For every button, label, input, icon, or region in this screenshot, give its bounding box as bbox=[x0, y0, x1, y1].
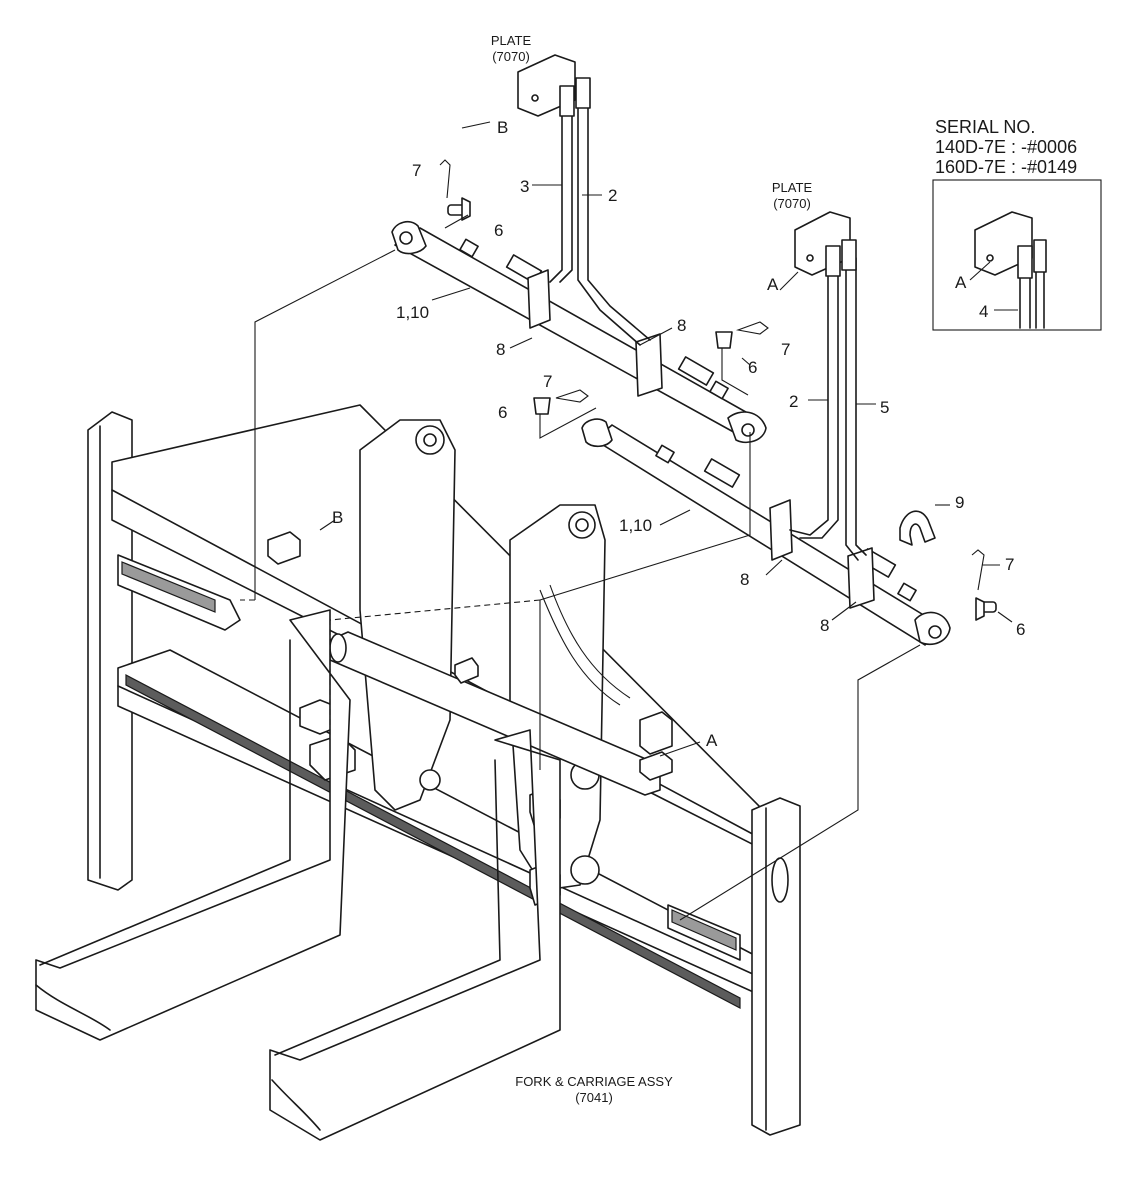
callout-8-low-1: 8 bbox=[740, 570, 749, 589]
callout-a-inset: A bbox=[955, 273, 967, 292]
callout-8-left: 8 bbox=[496, 340, 505, 359]
top-hoses bbox=[517, 54, 651, 346]
fork-assy-label: FORK & CARRIAGE ASSY bbox=[515, 1074, 673, 1089]
serial-line-2: 160D-7E : -#0149 bbox=[935, 157, 1077, 177]
callout-8-mid: 8 bbox=[677, 316, 686, 335]
callouts: B 7 3 2 6 1,10 8 8 7 6 A 2 5 7 6 B 1,10 … bbox=[332, 118, 1025, 750]
callout-7-low: 7 bbox=[543, 372, 552, 391]
plate-mid-label: PLATE bbox=[772, 180, 813, 195]
callout-1-10-low: 1,10 bbox=[619, 516, 652, 535]
callout-2-top: 2 bbox=[608, 186, 617, 205]
fork-assy-code: (7041) bbox=[575, 1090, 613, 1105]
callout-b-frame: B bbox=[332, 508, 343, 527]
fork-carriage-frame bbox=[35, 404, 801, 1141]
serial-title: SERIAL NO. bbox=[935, 117, 1035, 137]
callout-7-mid: 7 bbox=[781, 340, 790, 359]
callout-1-10-top: 1,10 bbox=[396, 303, 429, 322]
upper-cylinder bbox=[391, 220, 767, 444]
callout-7-right: 7 bbox=[1005, 555, 1014, 574]
leader-lines bbox=[240, 121, 1013, 921]
callout-4-inset: 4 bbox=[979, 302, 988, 321]
serial-line-1: 140D-7E : -#0006 bbox=[935, 137, 1077, 157]
callout-7-top: 7 bbox=[412, 161, 421, 180]
callout-6-right: 6 bbox=[1016, 620, 1025, 639]
callout-8-low-2: 8 bbox=[820, 616, 829, 635]
plate-top-code: (7070) bbox=[492, 49, 530, 64]
plate-top-label: PLATE bbox=[491, 33, 532, 48]
mid-hoses bbox=[789, 211, 867, 561]
callout-6-top: 6 bbox=[494, 221, 503, 240]
callout-5: 5 bbox=[880, 398, 889, 417]
callout-b-top: B bbox=[497, 118, 508, 137]
serial-inset bbox=[932, 179, 1102, 331]
callout-6-mid: 6 bbox=[748, 358, 757, 377]
callout-a-plate: A bbox=[767, 275, 779, 294]
inset-frame bbox=[932, 179, 1102, 331]
callout-3: 3 bbox=[520, 177, 529, 196]
pins-and-clips bbox=[439, 159, 997, 621]
callout-2-mid: 2 bbox=[789, 392, 798, 411]
callout-a-frame: A bbox=[706, 731, 718, 750]
text-labels: PLATE (7070) PLATE (7070) SERIAL NO. 140… bbox=[491, 33, 1077, 1105]
callout-9: 9 bbox=[955, 493, 964, 512]
plate-mid-code: (7070) bbox=[773, 196, 811, 211]
lower-cylinder bbox=[581, 418, 951, 646]
callout-6-low: 6 bbox=[498, 403, 507, 422]
